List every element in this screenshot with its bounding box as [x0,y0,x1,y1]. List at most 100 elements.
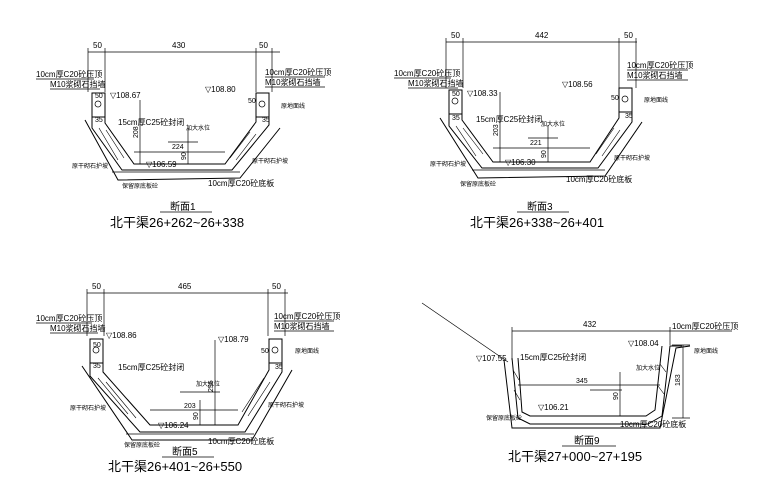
s9-cap-right: 10cm厚C20砼压顶 [672,321,738,331]
s5-cap-w-left: 35 [93,363,101,370]
s9-keep: 保留原底板砼 [486,414,522,422]
s9-dim-span: 432 [583,320,597,329]
s5-dim-height: 255 [208,380,215,392]
s3-elev-bottom: ▽106.30 [505,158,536,167]
s5-cap-right: 10cm厚C20砼压顶 [274,311,340,321]
s3-cap-right: 10cm厚C20砼压顶 [627,60,693,70]
s5-dim-height2: 203 [184,403,196,410]
s5-dim-right: 50 [272,282,281,291]
s9-elev-bottom: ▽106.21 [538,403,569,412]
s9-dim-free: 90 [613,392,620,400]
s1-cap-right: 10cm厚C20砼压顶 [265,67,331,77]
s3-title: 断面3 [527,200,553,213]
s5-wall-left: M10浆砌石挡墙 [50,323,106,333]
s3-raised: 加大水位 [541,120,565,128]
s5-keep: 保留原底板砼 [124,441,160,449]
s3-dim-left: 50 [451,31,460,40]
s5-chainage: 北干渠26+401~26+550 [108,459,242,474]
s5-cap-h-left: 50 [93,342,101,349]
s5-dim-span: 465 [178,282,192,291]
s5-dim-left: 50 [92,282,101,291]
s5-cap-h-right: 50 [261,348,269,355]
section-3-channel [439,87,643,179]
s1-chainage: 北干渠26+262~26+338 [110,215,244,230]
s1-ground: 原地面线 [281,102,305,110]
s5-slope-right: 原干砌石护坡 [268,401,304,409]
section-1: 50 430 50 10cm厚C20砼压顶 M10浆砌石挡墙 ▽108.67 ▽… [36,41,331,230]
s1-cap-h-left: 50 [95,93,103,100]
s3-cap-w-right: 35 [625,113,633,120]
s1-dim-height: 208 [133,126,140,138]
s5-slope-left: 原干砌石护坡 [70,404,106,412]
s9-ground: 原地面线 [694,347,718,355]
s3-wall-left: M10浆砌石挡墙 [408,78,464,88]
s1-elev-bottom: ▽106.59 [146,160,177,169]
s3-wall-right: M10浆砌石挡墙 [627,70,683,80]
s9-title: 断面9 [574,434,600,447]
s5-dim-free: 90 [193,412,200,420]
s3-cap-h-right: 50 [611,95,619,102]
s3-cap-w-left: 35 [452,115,460,122]
s5-cap-left: 10cm厚C20砼压顶 [36,313,102,323]
s1-cap-h-right: 50 [248,98,256,105]
s9-chainage: 北干渠27+000~27+195 [508,449,642,464]
section-3-top-dims: 50 442 50 [445,31,637,88]
s1-keep: 保留原底板砼 [122,182,158,190]
s9-cut-line [421,302,509,363]
s9-elev-right: ▽108.04 [628,339,659,348]
s5-seal: 15cm厚C25砼封闭 [118,362,184,372]
s1-slope-left: 原干砌石护坡 [72,162,108,170]
s3-dim-right: 50 [624,31,633,40]
s1-cap-w-left: 35 [95,117,103,124]
s1-elev-right: ▽108.80 [205,85,236,94]
s5-title: 断面5 [172,445,198,458]
s1-dim-span: 430 [172,41,186,50]
s1-cap-left: 10cm厚C20砼压顶 [36,69,102,79]
s5-wall-right: M10浆砌石挡墙 [274,321,330,331]
section-9-top-dims: 432 [511,320,672,360]
s3-floor: 10cm厚C20砼底板 [566,174,632,184]
s1-raised: 加大水位 [186,124,210,132]
s5-elev-bottom: ▽106.24 [158,421,189,430]
s3-dim-free: 90 [541,150,548,158]
s1-dim-free: 90 [181,152,188,160]
section-1-channel [84,92,281,181]
s3-slope-left: 原干砌石护坡 [430,160,466,168]
s5-floor: 10cm厚C20砼底板 [208,436,274,446]
section-5-channel [81,338,293,441]
s3-keep: 保留原底板砼 [460,180,496,188]
s1-dim-right: 50 [259,41,268,50]
s1-slope-right: 原干砌石护坡 [252,157,288,165]
s3-slope-right: 原干砌石护坡 [614,154,650,162]
section-1-top-dims: 50 430 50 [87,41,280,92]
s1-elev-left: ▽108.67 [110,91,141,100]
s9-raised: 加大水位 [636,364,660,372]
section-5: 50 465 50 10cm厚C20砼压顶 M10浆砌石挡墙 ▽108.86 ▽… [36,282,340,474]
s1-cap-w-right: 35 [262,117,270,124]
s9-dim-height: 183 [675,374,682,386]
s3-ground: 原地面线 [644,96,668,104]
s1-seal: 15cm厚C25砼封闭 [118,117,184,127]
s5-elev-right: ▽108.79 [218,335,249,344]
s9-seal: 15cm厚C25砼封闭 [520,352,586,362]
s9-elev-left: ▽107.55 [476,354,507,363]
s5-ground: 原地面线 [295,347,319,355]
s9-dim-bottom: 345 [576,378,588,385]
s1-wall-left: M10浆砌石挡墙 [50,79,106,89]
s3-dim-height: 203 [493,124,500,136]
s3-elev-left: ▽108.33 [467,89,498,98]
section-9-channel [503,344,691,429]
s9-floor: 10cm厚C20砼底板 [620,419,686,429]
s5-cap-w-right: 35 [275,364,283,371]
s5-raised: 加大水位 [196,380,220,388]
s3-dim-bottom: 221 [530,140,542,147]
section-3: 50 442 50 10cm厚C20砼压顶 M10浆砌石挡墙 ▽108.33 ▽… [394,31,693,230]
s3-chainage: 北干渠26+338~26+401 [470,215,604,230]
s3-cap-h-left: 50 [452,91,460,98]
s1-floor: 10cm厚C20砼底板 [208,178,274,188]
section-9: 432 ▽107.55 15cm厚C25砼封闭 ▽108.04 10cm厚C20… [421,302,738,464]
s3-seal: 15cm厚C25砼封闭 [476,114,542,124]
s1-wall-right: M10浆砌石挡墙 [265,77,321,87]
